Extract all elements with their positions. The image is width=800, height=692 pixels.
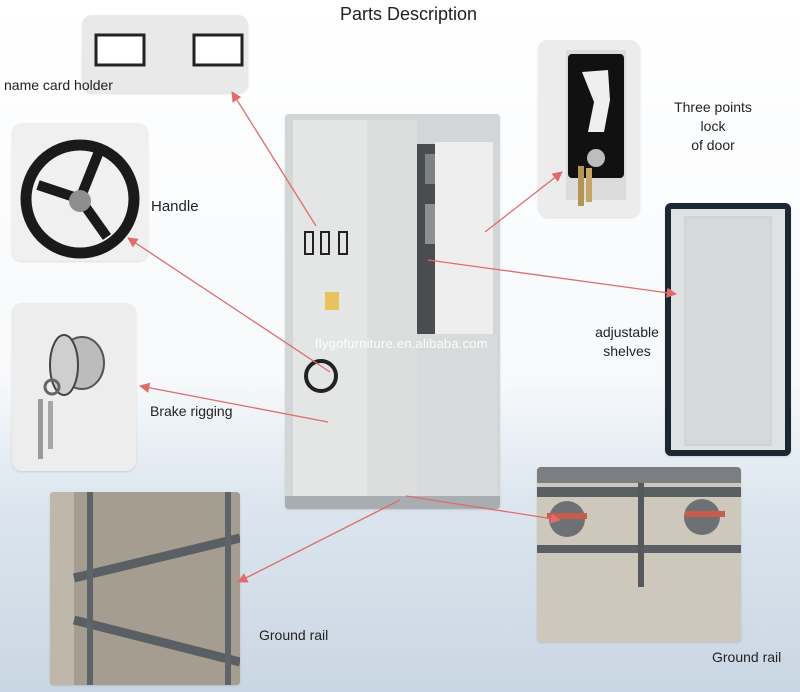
watermark-text: flygofurniture.en.alibaba.com xyxy=(315,336,488,351)
ground-rail-left-label: Ground rail xyxy=(259,627,329,643)
ground-rail-right-photo xyxy=(537,467,741,642)
mobile-shelving-cabinet-photo: flygofurniture.en.alibaba.com xyxy=(285,114,500,509)
lock-icon xyxy=(566,50,626,206)
handwheel-icon xyxy=(20,139,140,259)
door-lock-photo xyxy=(538,40,640,217)
ground-rail-left-shape xyxy=(50,492,240,685)
ground-rail-right-label: Ground rail xyxy=(712,649,782,665)
handle-photo xyxy=(12,123,148,261)
shelf-panel-shape xyxy=(671,209,785,450)
adjustable-shelves-label: adjustable shelves xyxy=(595,324,659,359)
adjustable-shelves-photo xyxy=(665,203,791,456)
brake-rigging-label: Brake rigging xyxy=(150,403,233,419)
name-card-holder-photo xyxy=(82,15,248,93)
name-card-holder-label: name card holder xyxy=(4,77,113,93)
brake-rigging-photo xyxy=(12,303,136,471)
page-title: Parts Description xyxy=(340,4,478,24)
arrow-ground-rail-left xyxy=(237,499,401,583)
cabinet-shape xyxy=(285,114,500,509)
ground-rail-right-shape xyxy=(537,467,741,642)
name-card-holder-shape xyxy=(94,33,244,67)
ground-rail-left-photo xyxy=(50,492,240,685)
brake-knob-icon xyxy=(38,334,105,459)
three-points-lock-label: Three points lock of door xyxy=(674,99,752,153)
handle-label: Handle xyxy=(151,198,199,215)
